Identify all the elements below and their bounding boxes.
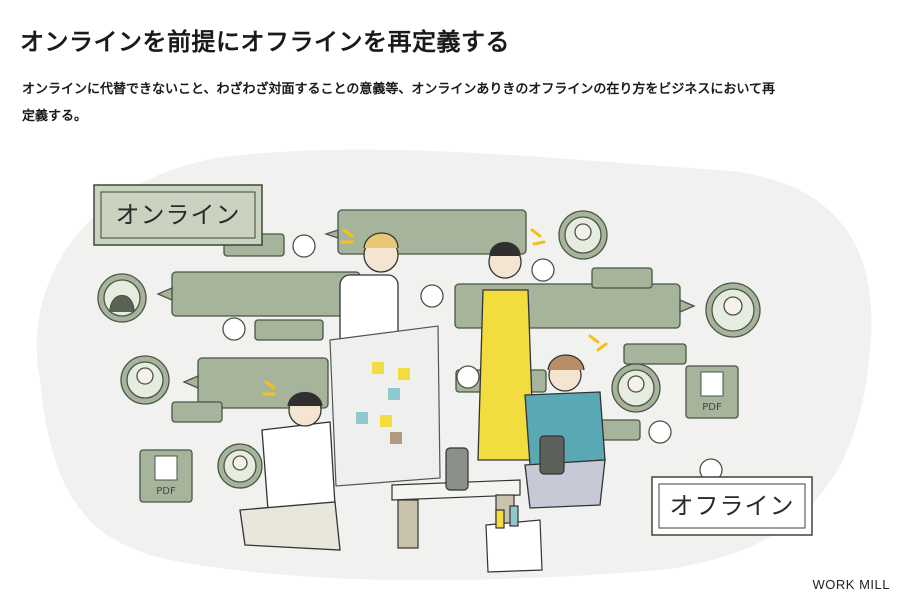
offline-label: オフライン — [670, 492, 795, 520]
pdf-document: PDF — [685, 365, 739, 419]
exclamation-marks — [262, 228, 608, 396]
avatar — [217, 443, 263, 489]
avatar-small-icon — [222, 234, 723, 482]
avatar-group — [97, 210, 761, 489]
person-yellow-dress — [477, 242, 535, 461]
chat-bubble — [171, 271, 361, 317]
pdf-label: PDF — [156, 486, 176, 497]
online-label-plaque: オンライン — [93, 184, 263, 246]
page-lead: オンラインに代替できないこと、わざわざ対面することの意義等、オンラインありきのオ… — [22, 82, 775, 124]
avatar — [558, 210, 608, 260]
online-label: オンライン — [116, 201, 241, 229]
chat-bubble — [623, 343, 687, 365]
online-offline-illustration: オンライン オフライン PDF PDF — [36, 149, 872, 580]
chat-bubble — [591, 267, 653, 289]
chat-bubble — [254, 319, 324, 341]
supply-box — [485, 505, 543, 573]
smart-speaker — [445, 435, 565, 491]
offline-label-plaque: オフライン — [651, 476, 813, 536]
chat-bubble — [599, 419, 641, 441]
avatar — [97, 273, 147, 323]
person-crouching-man — [239, 392, 341, 551]
avatar — [611, 363, 661, 413]
bubble-tails — [156, 229, 696, 389]
avatar — [705, 282, 761, 338]
avatar — [120, 355, 170, 405]
pdf-document: PDF — [139, 449, 193, 503]
pdf-label: PDF — [702, 402, 722, 413]
paper-sheet — [329, 325, 441, 487]
brand-credit: WORK MILL — [812, 577, 890, 592]
page-title: オンラインを前提にオフラインを再定義する — [20, 28, 510, 56]
person-teal-shirt — [524, 354, 606, 509]
chat-bubble — [171, 401, 223, 423]
